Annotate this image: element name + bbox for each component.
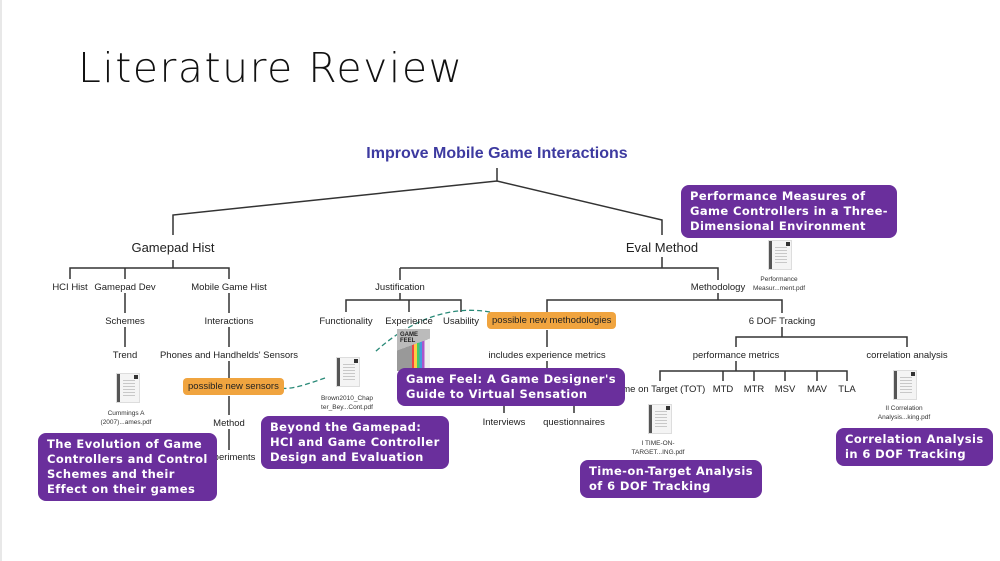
node-correlation-analysis[interactable]: correlation analysis	[866, 350, 948, 361]
node-methodology[interactable]: Methodology	[690, 282, 746, 293]
node-gamepad-dev[interactable]: Gamepad Dev	[94, 282, 156, 293]
node-mobile-game-hist[interactable]: Mobile Game Hist	[191, 282, 267, 293]
pdf-icon[interactable]	[116, 373, 140, 403]
pdf-icon[interactable]	[336, 357, 360, 387]
connector-methodology	[546, 293, 783, 313]
pdf-icon[interactable]	[768, 240, 792, 270]
node-experiments[interactable]: Experiments	[202, 452, 256, 463]
node-metric-mtr[interactable]: MTR	[743, 384, 765, 395]
node-metric-tot[interactable]: Time on Target (TOT)	[614, 384, 706, 395]
connector-justification	[345, 293, 462, 312]
node-performance-metrics[interactable]: performance metrics	[692, 350, 780, 361]
node-trend[interactable]: Trend	[112, 350, 138, 361]
slide-edge	[0, 0, 2, 561]
node-hci-hist[interactable]: HCI Hist	[52, 282, 88, 293]
book-cover-text: GAME FEEL	[400, 332, 418, 344]
root-node[interactable]: Improve Mobile Game Interactions	[366, 145, 628, 162]
node-metric-mtd[interactable]: MTD	[712, 384, 734, 395]
pdf-filename: II Correlation Analysis...king.pdf	[877, 405, 931, 421]
link-dashed-2	[279, 377, 326, 390]
pdf-filename: Cummings A (2007)...ames.pdf	[100, 410, 152, 426]
reference-card[interactable]: The Evolution of Game Controllers and Co…	[38, 433, 217, 501]
node-method[interactable]: Method	[213, 418, 245, 429]
node-metric-msv[interactable]: MSV	[774, 384, 796, 395]
node-functionality[interactable]: Functionality	[319, 316, 373, 327]
node-includes-experience-metrics[interactable]: includes experience metrics	[488, 350, 606, 361]
node-questionnaires[interactable]: questionnaires	[543, 417, 605, 428]
node-gamepad-hist[interactable]: Gamepad Hist	[131, 240, 215, 255]
reference-card[interactable]: Beyond the Gamepad: HCI and Game Control…	[261, 416, 449, 469]
connector-root	[172, 168, 663, 235]
node-sensors[interactable]: Phones and Handhelds' Sensors	[159, 350, 299, 361]
node-usability[interactable]: Usability	[443, 316, 479, 327]
pdf-filename: Brown2010_Chap ter_Bey...Cont.pdf	[320, 395, 374, 411]
node-interactions[interactable]: Interactions	[204, 316, 254, 327]
reference-card[interactable]: Correlation Analysis in 6 DOF Tracking	[836, 428, 993, 466]
node-6dof-tracking[interactable]: 6 DOF Tracking	[748, 316, 816, 327]
node-metric-tla[interactable]: TLA	[838, 384, 856, 395]
node-possible-new-sensors[interactable]: possible new sensors	[183, 378, 284, 395]
pdf-icon[interactable]	[893, 370, 917, 400]
node-metric-mav[interactable]: MAV	[807, 384, 827, 395]
node-schemes[interactable]: Schemes	[105, 316, 145, 327]
reference-card[interactable]: Time-on-Target Analysis of 6 DOF Trackin…	[580, 460, 762, 498]
slide-title: Literature Review	[78, 44, 464, 92]
link-dashed-1	[374, 309, 491, 353]
node-experience[interactable]: Experience	[385, 316, 433, 327]
reference-card[interactable]: Performance Measures of Game Controllers…	[681, 185, 897, 238]
node-possible-new-methodologies[interactable]: possible new methodologies	[487, 312, 617, 329]
book-cover-icon[interactable]: GAME FEEL	[397, 329, 430, 371]
connector-perf	[659, 361, 848, 381]
connector-6dof	[735, 327, 908, 347]
connector-eval	[399, 257, 719, 280]
reference-card[interactable]: Game Feel: A Game Designer's Guide to Vi…	[397, 368, 625, 406]
pdf-icon[interactable]	[648, 404, 672, 434]
node-justification[interactable]: Justification	[375, 282, 425, 293]
node-interviews[interactable]: Interviews	[482, 417, 526, 428]
connector-gamepad	[69, 260, 230, 279]
pdf-filename: Performance Measur...ment.pdf	[752, 276, 806, 292]
pdf-filename: I TIME-ON- TARGET...ING.pdf	[631, 440, 685, 456]
node-eval-method[interactable]: Eval Method	[625, 240, 699, 255]
